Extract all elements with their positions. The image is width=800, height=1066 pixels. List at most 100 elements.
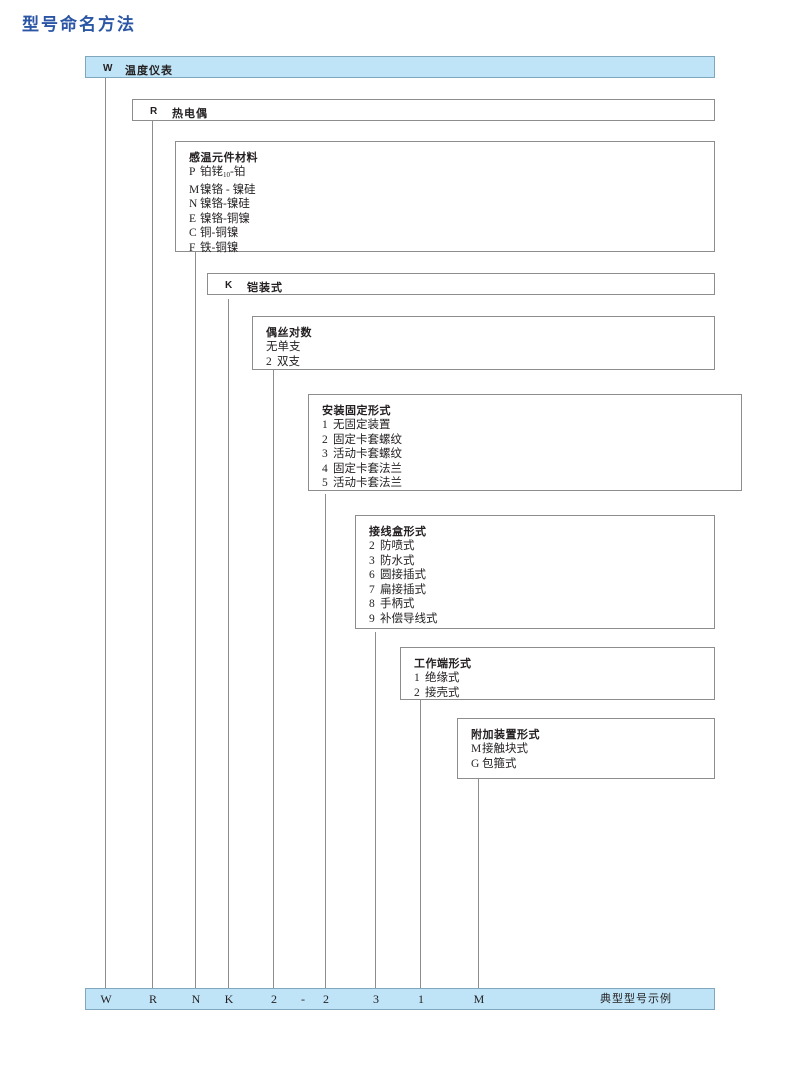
option-subscript: 10 xyxy=(223,171,230,179)
summary-cell-5: - xyxy=(301,992,305,1006)
summary-cell-4: 2 xyxy=(271,992,277,1006)
option-text: 绝缘式 xyxy=(425,672,460,684)
option-key: 9 xyxy=(369,612,375,625)
list-item: F 铁-铜镍 xyxy=(189,241,256,256)
option-text: 单支 xyxy=(277,341,301,353)
level-box-armored-type[interactable]: K 铠装式 xyxy=(207,273,715,295)
level-code-thermocouple: R xyxy=(150,106,158,117)
option-key: F xyxy=(189,241,196,254)
level-title-junction-box-type: 接线盒形式 xyxy=(369,526,427,538)
option-key: 6 xyxy=(369,569,375,582)
level-box-instrument[interactable]: W 温度仪表 xyxy=(85,56,715,78)
option-text: 铁-铜镍 xyxy=(200,241,239,254)
summary-cell-6: 2 xyxy=(323,992,329,1006)
option-key: 2 xyxy=(266,355,272,368)
level-label-armored-type: 铠装式 xyxy=(247,282,283,294)
page-title: 型号命名方法 xyxy=(22,15,136,34)
summary-note: 典型型号示例 xyxy=(600,993,672,1005)
level-title-working-end-type: 工作端形式 xyxy=(414,658,472,670)
list-item: 5 活动卡套法兰 xyxy=(322,476,402,491)
connector-line-working-end xyxy=(420,700,421,988)
level-box-wire-pairs[interactable]: 偶丝对数 无单支 2 双支 xyxy=(252,316,715,370)
model-code-summary-bar[interactable]: W R N K 2 - 2 3 1 M 典型型号示例 xyxy=(85,988,715,1010)
option-key: 4 xyxy=(322,462,328,475)
option-text: 镍铬-镍硅 xyxy=(200,198,250,211)
connector-line-junction xyxy=(375,632,376,988)
option-text: 接壳式 xyxy=(425,686,460,699)
option-text: 接触块式 xyxy=(482,743,528,755)
option-key: N xyxy=(189,198,198,211)
level-box-thermocouple[interactable]: R 热电偶 xyxy=(132,99,715,121)
connector-line-pairs xyxy=(273,370,274,988)
summary-cell-0: W xyxy=(100,992,112,1006)
option-text: 镍铬 - 镍硅 xyxy=(200,183,256,196)
summary-cell-1: R xyxy=(148,992,157,1006)
option-key: 3 xyxy=(369,554,375,567)
connector-line-n xyxy=(195,252,196,988)
list-item: 2 固定卡套螺纹 xyxy=(322,433,402,448)
option-key: 2 xyxy=(322,433,328,446)
summary-cell-8: 1 xyxy=(418,992,424,1006)
option-text: 活动卡套法兰 xyxy=(333,477,402,490)
connector-line-r xyxy=(152,121,153,988)
option-text: 圆接插式 xyxy=(380,569,426,582)
level-title-mounting-fixing-type: 安装固定形式 xyxy=(322,405,391,417)
option-text: 补偿导线式 xyxy=(380,612,438,625)
option-key: 1 xyxy=(322,419,328,431)
level-code-armored-type: K xyxy=(225,280,233,291)
option-key: 2 xyxy=(369,540,375,552)
list-item: 2 双支 xyxy=(266,355,301,370)
list-item: 2 防喷式 xyxy=(369,539,438,554)
option-text: 活动卡套螺纹 xyxy=(333,448,402,461)
level-title-additional-device-type: 附加装置形式 xyxy=(471,729,540,741)
option-key: M xyxy=(189,183,200,196)
option-key: E xyxy=(189,212,197,225)
summary-cell-7: 3 xyxy=(373,992,379,1006)
option-text: 铜-铜镍 xyxy=(200,227,239,240)
list-item: 9 补偿导线式 xyxy=(369,612,438,627)
option-key: 无 xyxy=(266,341,278,353)
level-title-sensing-element-material: 感温元件材料 xyxy=(189,152,258,164)
option-text: 防水式 xyxy=(380,554,415,567)
list-item: 无单支 xyxy=(266,340,301,355)
option-text: 固定卡套螺纹 xyxy=(333,433,402,446)
option-key: 5 xyxy=(322,477,328,490)
summary-cell-9: M xyxy=(473,992,485,1006)
option-text: 铂铑 xyxy=(200,166,223,178)
option-key: 3 xyxy=(322,448,328,461)
level-label-instrument: 温度仪表 xyxy=(125,65,173,77)
option-text: 防喷式 xyxy=(380,540,415,552)
level-label-thermocouple: 热电偶 xyxy=(172,108,208,120)
connector-line-w xyxy=(105,78,106,988)
option-text: 固定卡套法兰 xyxy=(333,462,402,475)
option-text: 包箍式 xyxy=(482,757,517,770)
summary-cell-3: K xyxy=(224,992,234,1006)
option-text: 镍铬-铜镍 xyxy=(200,212,250,225)
list-item: 3 活动卡套螺纹 xyxy=(322,447,402,462)
level-title-wire-pairs: 偶丝对数 xyxy=(266,327,312,339)
option-text: 双支 xyxy=(277,355,300,368)
list-item: M镍铬 - 镍硅 xyxy=(189,183,256,198)
option-key: G xyxy=(471,757,480,770)
summary-cell-2: N xyxy=(191,992,201,1006)
option-key: 8 xyxy=(369,598,375,611)
option-text: 手柄式 xyxy=(380,598,415,611)
